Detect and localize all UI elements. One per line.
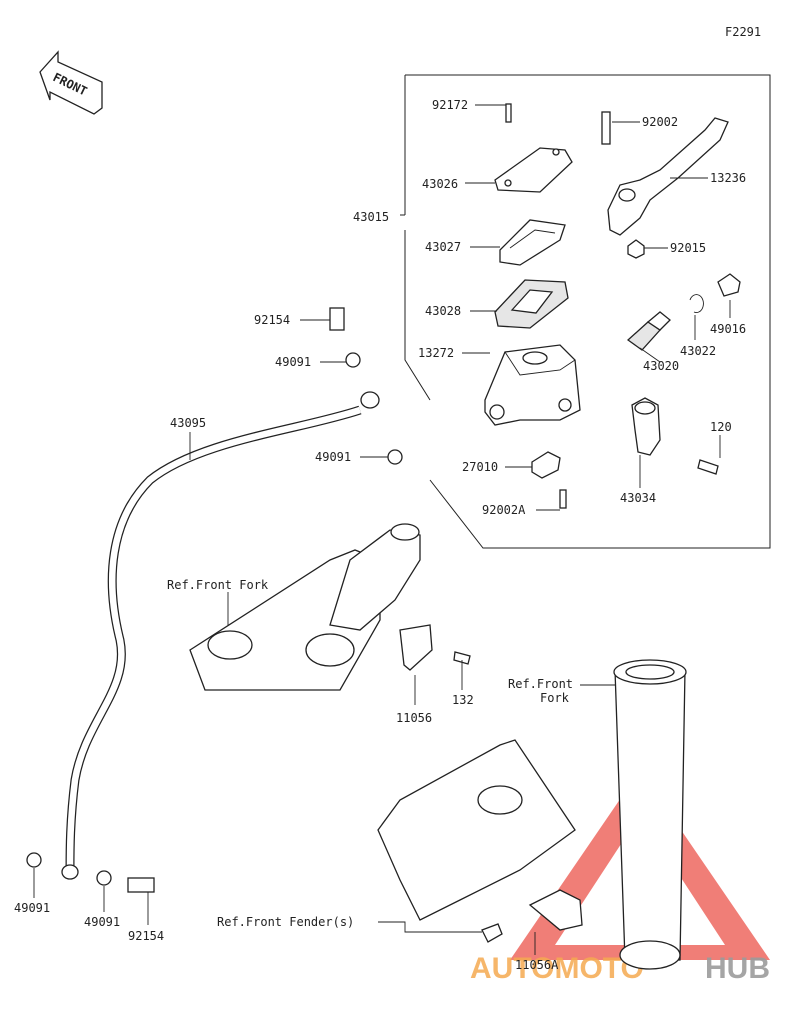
label-ref-front-fork-2b: Fork — [540, 691, 570, 705]
label-27010: 27010 — [462, 460, 498, 474]
bolt-92154-top — [329, 307, 345, 331]
master-cylinder-body — [484, 344, 581, 426]
pivot-bolt-92002 — [601, 111, 611, 145]
label-49091-a: 49091 — [275, 355, 311, 369]
circlip-43022 — [689, 294, 704, 313]
bolt-92154-bottom — [127, 877, 155, 893]
label-13272: 13272 — [418, 346, 454, 360]
screw-92002A — [559, 489, 567, 509]
steering-stem-assembly — [189, 523, 421, 691]
label-43020: 43020 — [643, 359, 679, 373]
clamp-43034 — [631, 397, 661, 456]
label-92015: 92015 — [670, 241, 706, 255]
bracket-11056A — [528, 889, 583, 931]
diaphragm-43028 — [494, 279, 569, 329]
nut-92015 — [627, 239, 645, 259]
banjo-fitting-top — [360, 391, 380, 409]
label-43022: 43022 — [680, 344, 716, 358]
switch-27010 — [531, 451, 561, 479]
watermark-text-a: AUTOMOTO — [470, 952, 644, 985]
front-fender — [377, 739, 576, 921]
label-49016: 49016 — [710, 322, 746, 336]
label-92154-bottom: 92154 — [128, 929, 164, 943]
label-43028: 43028 — [425, 304, 461, 318]
figure-code: F2291 — [725, 25, 761, 39]
leader-lines — [33, 104, 731, 955]
label-13236: 13236 — [710, 171, 746, 185]
bracket-11056 — [399, 624, 433, 671]
washer-49091-b — [387, 449, 403, 465]
front-fork — [613, 659, 687, 970]
banjo-fitting-bottom — [61, 864, 79, 880]
label-11056: 11056 — [396, 711, 432, 725]
screw-92172 — [505, 103, 512, 123]
label-92002: 92002 — [642, 115, 678, 129]
bolt-132 — [453, 651, 471, 665]
bolt-120 — [697, 459, 719, 475]
label-43026: 43026 — [422, 177, 458, 191]
washer-49091-d — [96, 870, 112, 886]
diaphragm-plate-43027 — [499, 219, 566, 266]
piston-kit-43020 — [626, 311, 671, 351]
label-120: 120 — [710, 420, 732, 434]
label-49091-c: 49091 — [14, 901, 50, 915]
label-43015: 43015 — [353, 210, 389, 224]
label-43027: 43027 — [425, 240, 461, 254]
label-ref-front-fender: Ref.Front Fender(s) — [217, 915, 354, 929]
washer-49091-c — [26, 852, 42, 868]
brake-lever-13236 — [607, 117, 729, 236]
label-49091-b: 49091 — [315, 450, 351, 464]
washer-49091-a — [345, 352, 361, 368]
label-ref-front-fork-1: Ref.Front Fork — [167, 578, 269, 592]
label-43095: 43095 — [170, 416, 206, 430]
watermark-text-b: HUB — [705, 952, 770, 985]
label-132: 132 — [452, 693, 474, 707]
label-ref-front-fork-2a: Ref.Front — [508, 677, 573, 691]
label-92154-top: 92154 — [254, 313, 290, 327]
label-49091-d: 49091 — [84, 915, 120, 929]
label-43034: 43034 — [620, 491, 656, 505]
label-11056A: 11056A — [515, 958, 559, 972]
reservoir-cap-43026 — [494, 147, 573, 193]
boot-49016 — [717, 273, 741, 297]
front-arrow-icon: FRONT — [39, 50, 103, 115]
bolt-fender — [481, 923, 503, 943]
label-92002A: 92002A — [482, 503, 526, 517]
assembly-box — [400, 74, 771, 549]
label-92172: 92172 — [432, 98, 468, 112]
